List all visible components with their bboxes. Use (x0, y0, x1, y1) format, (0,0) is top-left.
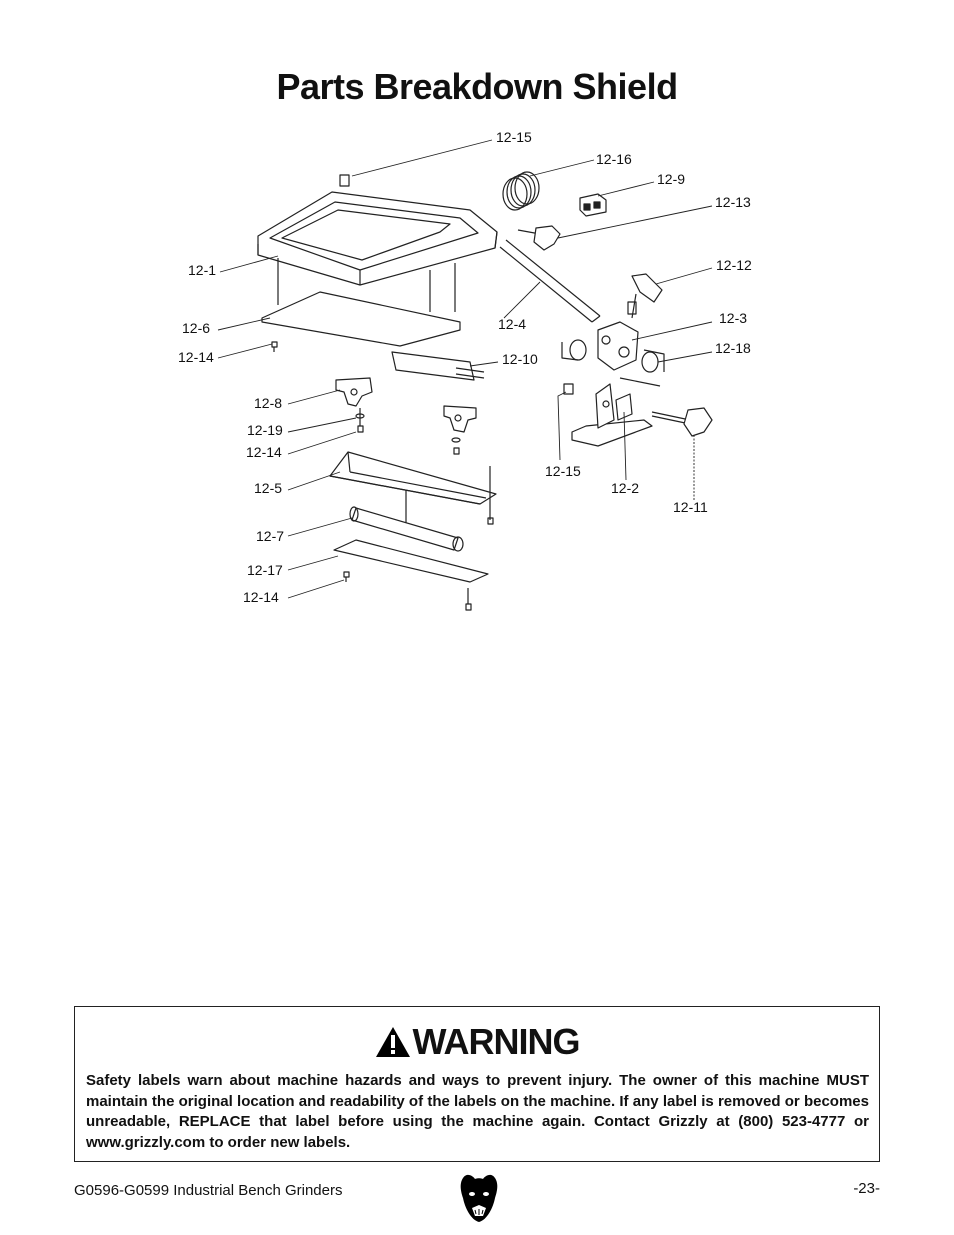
callout-12-3: 12-3 (719, 310, 747, 326)
callout-12-12: 12-12 (716, 257, 752, 273)
knob-upper (517, 225, 561, 251)
callout-12-14a: 12-14 (178, 349, 214, 365)
warning-box: WARNING Safety labels warn about machine… (74, 1006, 880, 1162)
plate-12-17 (333, 539, 489, 583)
knob-12-11 (651, 407, 713, 437)
callout-12-13: 12-13 (715, 194, 751, 210)
switch (579, 193, 607, 217)
parts-diagram: 12-15 12-16 12-9 12-13 12-12 12-3 12-18 … (178, 129, 752, 611)
callout-12-5: 12-5 (254, 480, 282, 496)
callout-12-17: 12-17 (247, 562, 283, 578)
washer-right (641, 351, 659, 373)
warning-body: Safety labels warn about machine hazards… (86, 1072, 869, 1151)
callout-12-16: 12-16 (596, 151, 632, 167)
page-number: -23- (853, 1180, 880, 1197)
callout-12-14b: 12-14 (246, 444, 282, 460)
mount-bracket-right (443, 405, 477, 433)
shield-housing (257, 191, 498, 312)
nut-lower (563, 383, 574, 395)
callout-12-15a: 12-15 (496, 129, 532, 145)
manual-name: G0596-G0599 Industrial Bench Grinders (74, 1182, 343, 1199)
warning-triangle-icon (375, 1025, 411, 1067)
warning-heading-row: WARNING (75, 1021, 879, 1067)
callout-12-19: 12-19 (247, 422, 283, 438)
warning-heading: WARNING (412, 1021, 581, 1062)
base-bracket-12-2 (571, 383, 653, 447)
tube-12-7 (349, 506, 464, 552)
knob-12-12 (627, 273, 663, 319)
screw-left (271, 341, 278, 352)
washer-left (569, 339, 587, 361)
pivot-block (597, 321, 639, 371)
callout-12-14c: 12-14 (243, 589, 279, 605)
callout-12-18: 12-18 (715, 340, 751, 356)
channel-12-5 (329, 451, 497, 525)
shield-arm (499, 239, 601, 323)
nut-top (339, 174, 350, 187)
bracket-12-10 (391, 351, 485, 381)
callout-12-2: 12-2 (611, 480, 639, 496)
callout-12-9: 12-9 (657, 171, 685, 187)
callout-12-11: 12-11 (673, 499, 708, 515)
callout-12-8: 12-8 (254, 395, 282, 411)
page-title: Parts Breakdown Shield (276, 66, 678, 107)
callout-12-6: 12-6 (182, 320, 210, 336)
callout-12-4: 12-4 (498, 316, 526, 332)
grizzly-bear-logo-icon (457, 1172, 501, 1229)
callout-12-10: 12-10 (502, 351, 538, 367)
plate-12-6 (261, 291, 461, 347)
mount-bracket-left (335, 377, 373, 407)
callout-12-15b: 12-15 (545, 463, 581, 479)
callout-12-1: 12-1 (188, 262, 216, 278)
callout-12-7: 12-7 (256, 528, 284, 544)
spring-coil (502, 171, 540, 211)
